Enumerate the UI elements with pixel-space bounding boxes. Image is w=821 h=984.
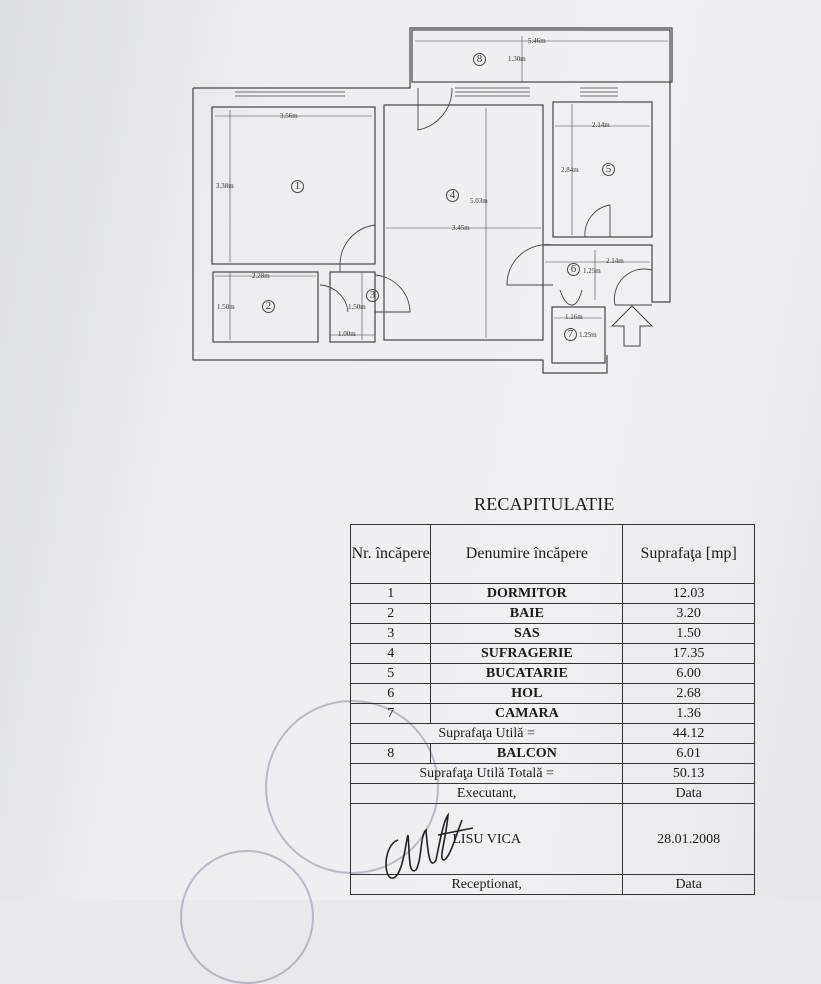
executant-header-row: Executant,Data <box>349 783 755 804</box>
header-nr: Nr. încăpere <box>349 524 432 584</box>
room-number-6: 6 <box>567 263 580 276</box>
date-label: Data <box>622 783 755 804</box>
receptionat-row: Receptionat,Data <box>349 874 755 895</box>
total-area-row: Suprafaţa Utilă Totală =50.13 <box>349 763 755 784</box>
dim-room6-width: 2.14m <box>606 257 624 265</box>
dim-balcony-depth: 1.30m <box>508 55 526 63</box>
date-label-2: Data <box>622 874 755 895</box>
dim-room2-height: 1.50m <box>217 303 235 311</box>
row-name: HOL <box>430 683 624 704</box>
dim-room6-height: 1.25m <box>583 267 601 275</box>
dim-room3-width: 1.00m <box>338 330 356 338</box>
row-name: CAMARA <box>430 703 624 724</box>
windows <box>235 87 618 97</box>
dim-room7-width: 1.16m <box>565 313 583 321</box>
row-area: 1.50 <box>622 623 755 644</box>
row-name: BALCON <box>430 743 624 764</box>
recap-table: Nr. încăpere Denumire încăpere Suprafaţa… <box>349 524 755 895</box>
dim-room4-height: 5.03m <box>470 197 488 205</box>
dim-room3-height: 1.50m <box>348 303 366 311</box>
room-number-2: 2 <box>262 300 275 313</box>
floor-plan <box>192 27 673 374</box>
room-number-5: 5 <box>602 163 615 176</box>
header-name: Denumire încăpere <box>430 524 624 584</box>
row-area: 6.01 <box>622 743 755 764</box>
executant-date: 28.01.2008 <box>622 803 755 875</box>
useful-area-value: 44.12 <box>622 723 755 744</box>
dim-balcony-width: 5.46m <box>528 37 546 45</box>
dim-room4-width: 3.45m <box>452 224 470 232</box>
row-area: 2.68 <box>622 683 755 704</box>
dim-room5-width: 2.14m <box>592 121 610 129</box>
row-nr: 3 <box>349 623 432 644</box>
entrance-arrow-icon <box>610 305 654 347</box>
table-header: Nr. încăpere Denumire încăpere Suprafaţa… <box>349 524 755 584</box>
room-number-3: 3 <box>366 289 379 302</box>
official-stamp-2 <box>180 850 314 984</box>
row-area: 17.35 <box>622 643 755 664</box>
recap-title: RECAPITULATIE <box>474 494 615 514</box>
row-area: 6.00 <box>622 663 755 684</box>
row-nr: 8 <box>349 743 432 764</box>
header-area: Suprafaţa [mp] <box>622 524 755 584</box>
row-name: SAS <box>430 623 624 644</box>
dim-room1-width: 3.56m <box>280 112 298 120</box>
useful-area-label: Suprafaţa Utilă = <box>349 723 624 744</box>
row-nr: 7 <box>349 703 432 724</box>
total-area-label: Suprafaţa Utilă Totală = <box>349 763 624 784</box>
row-nr: 6 <box>349 683 432 704</box>
room-number-7: 7 <box>564 328 577 341</box>
room-5 <box>552 101 653 238</box>
room-4 <box>383 104 544 341</box>
room-number-1: 1 <box>291 180 304 193</box>
row-nr: 1 <box>349 583 432 604</box>
dim-room7-height: 1.25m <box>579 331 597 339</box>
room-3 <box>329 271 376 343</box>
dim-room1-height: 3.38m <box>216 182 234 190</box>
door-swings <box>319 87 653 313</box>
row-area: 1.36 <box>622 703 755 724</box>
executant-name: LISU VICA <box>349 803 624 875</box>
balcony <box>411 29 671 83</box>
room-number-4: 4 <box>446 189 459 202</box>
row-nr: 5 <box>349 663 432 684</box>
row-area: 3.20 <box>622 603 755 624</box>
signature <box>385 812 474 879</box>
dimension-lines <box>215 36 668 340</box>
executant-label: Executant, <box>349 783 624 804</box>
row-name: SUFRAGERIE <box>430 643 624 664</box>
dim-room5-height: 2.84m <box>561 166 579 174</box>
room-6 <box>543 244 653 290</box>
row-name: BUCATARIE <box>430 663 624 684</box>
useful-area-row: Suprafaţa Utilă =44.12 <box>349 723 755 744</box>
row-nr: 4 <box>349 643 432 664</box>
room-1 <box>211 106 376 265</box>
row-name: BAIE <box>430 603 624 624</box>
dim-room2-width: 2.28m <box>252 272 270 280</box>
room-7 <box>551 306 606 364</box>
receptionat-label: Receptionat, <box>349 874 624 895</box>
row-name: DORMITOR <box>430 583 624 604</box>
room-number-8: 8 <box>473 53 486 66</box>
row-area: 12.03 <box>622 583 755 604</box>
room-2 <box>212 271 319 343</box>
row-nr: 2 <box>349 603 432 624</box>
total-area-value: 50.13 <box>622 763 755 784</box>
outer-wall <box>192 27 673 374</box>
